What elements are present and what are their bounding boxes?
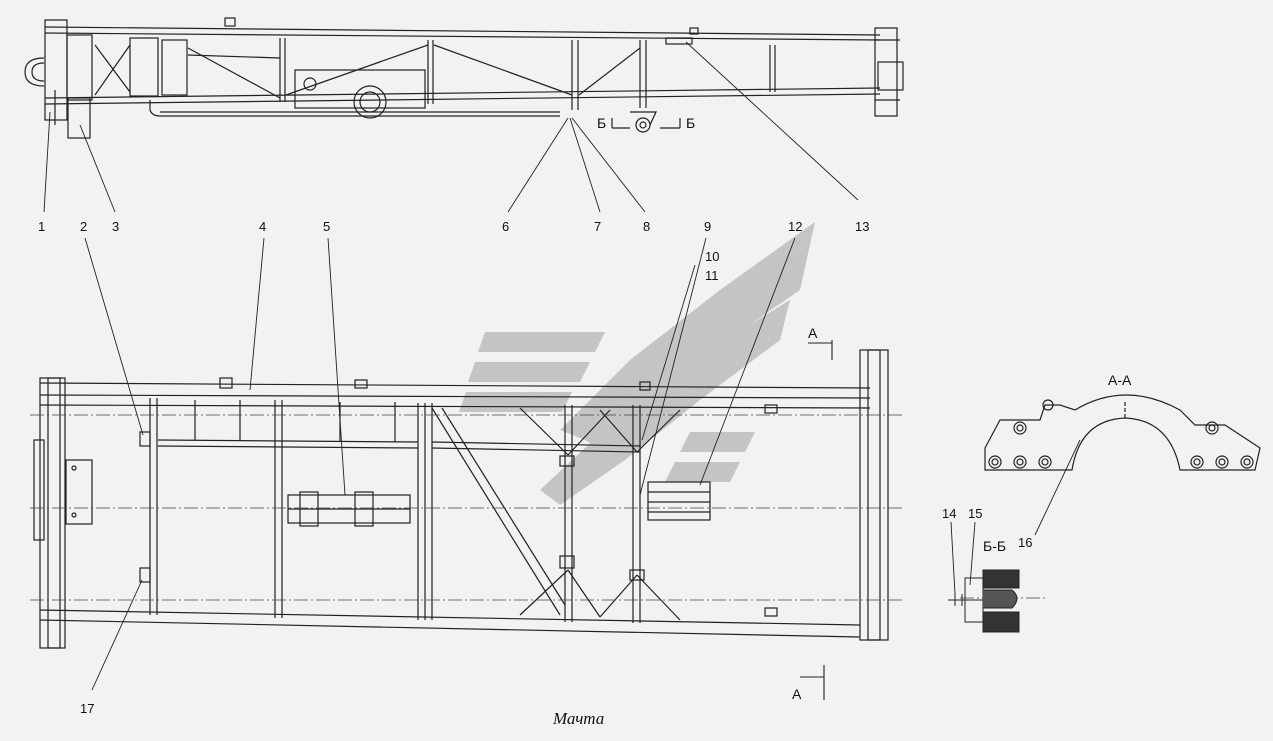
callout-9: 9 [704, 219, 711, 234]
callout-12: 12 [788, 219, 802, 234]
callout-15: 15 [968, 506, 982, 521]
callout-10: 10 [705, 249, 719, 264]
section-aa-bottom-label: А [792, 686, 802, 702]
front-leaders [84, 237, 796, 691]
section-aa-view [984, 394, 1261, 471]
front-view [33, 349, 889, 649]
section-bb-right-label: Б [686, 115, 695, 131]
section-bb-view [948, 569, 1020, 633]
top-view [24, 17, 904, 139]
leader-16 [1034, 439, 1081, 536]
callout-17: 17 [80, 701, 94, 716]
callout-6: 6 [502, 219, 509, 234]
callout-labels: 1 2 3 4 5 6 7 8 9 10 11 12 13 14 15 16 1… [38, 219, 1032, 716]
callout-3: 3 [112, 219, 119, 234]
callout-4: 4 [259, 219, 266, 234]
bb-leaders [950, 521, 976, 595]
callout-14: 14 [942, 506, 956, 521]
callout-13: 13 [855, 219, 869, 234]
top-leaders [43, 41, 859, 213]
watermark-emblem [459, 222, 815, 505]
section-bb-title: Б-Б [983, 538, 1006, 554]
callout-5: 5 [323, 219, 330, 234]
callout-1: 1 [38, 219, 45, 234]
callout-11: 11 [705, 268, 719, 283]
section-bb-left-label: Б [597, 115, 606, 131]
centre-lines [30, 414, 1045, 601]
drawing-caption: Мачта [552, 709, 604, 728]
callout-16: 16 [1018, 535, 1032, 550]
section-aa-markers [800, 340, 833, 700]
callout-7: 7 [594, 219, 601, 234]
callout-8: 8 [643, 219, 650, 234]
section-aa-title: А-А [1108, 372, 1132, 388]
section-aa-top-label: А [808, 325, 818, 341]
callout-2: 2 [80, 219, 87, 234]
